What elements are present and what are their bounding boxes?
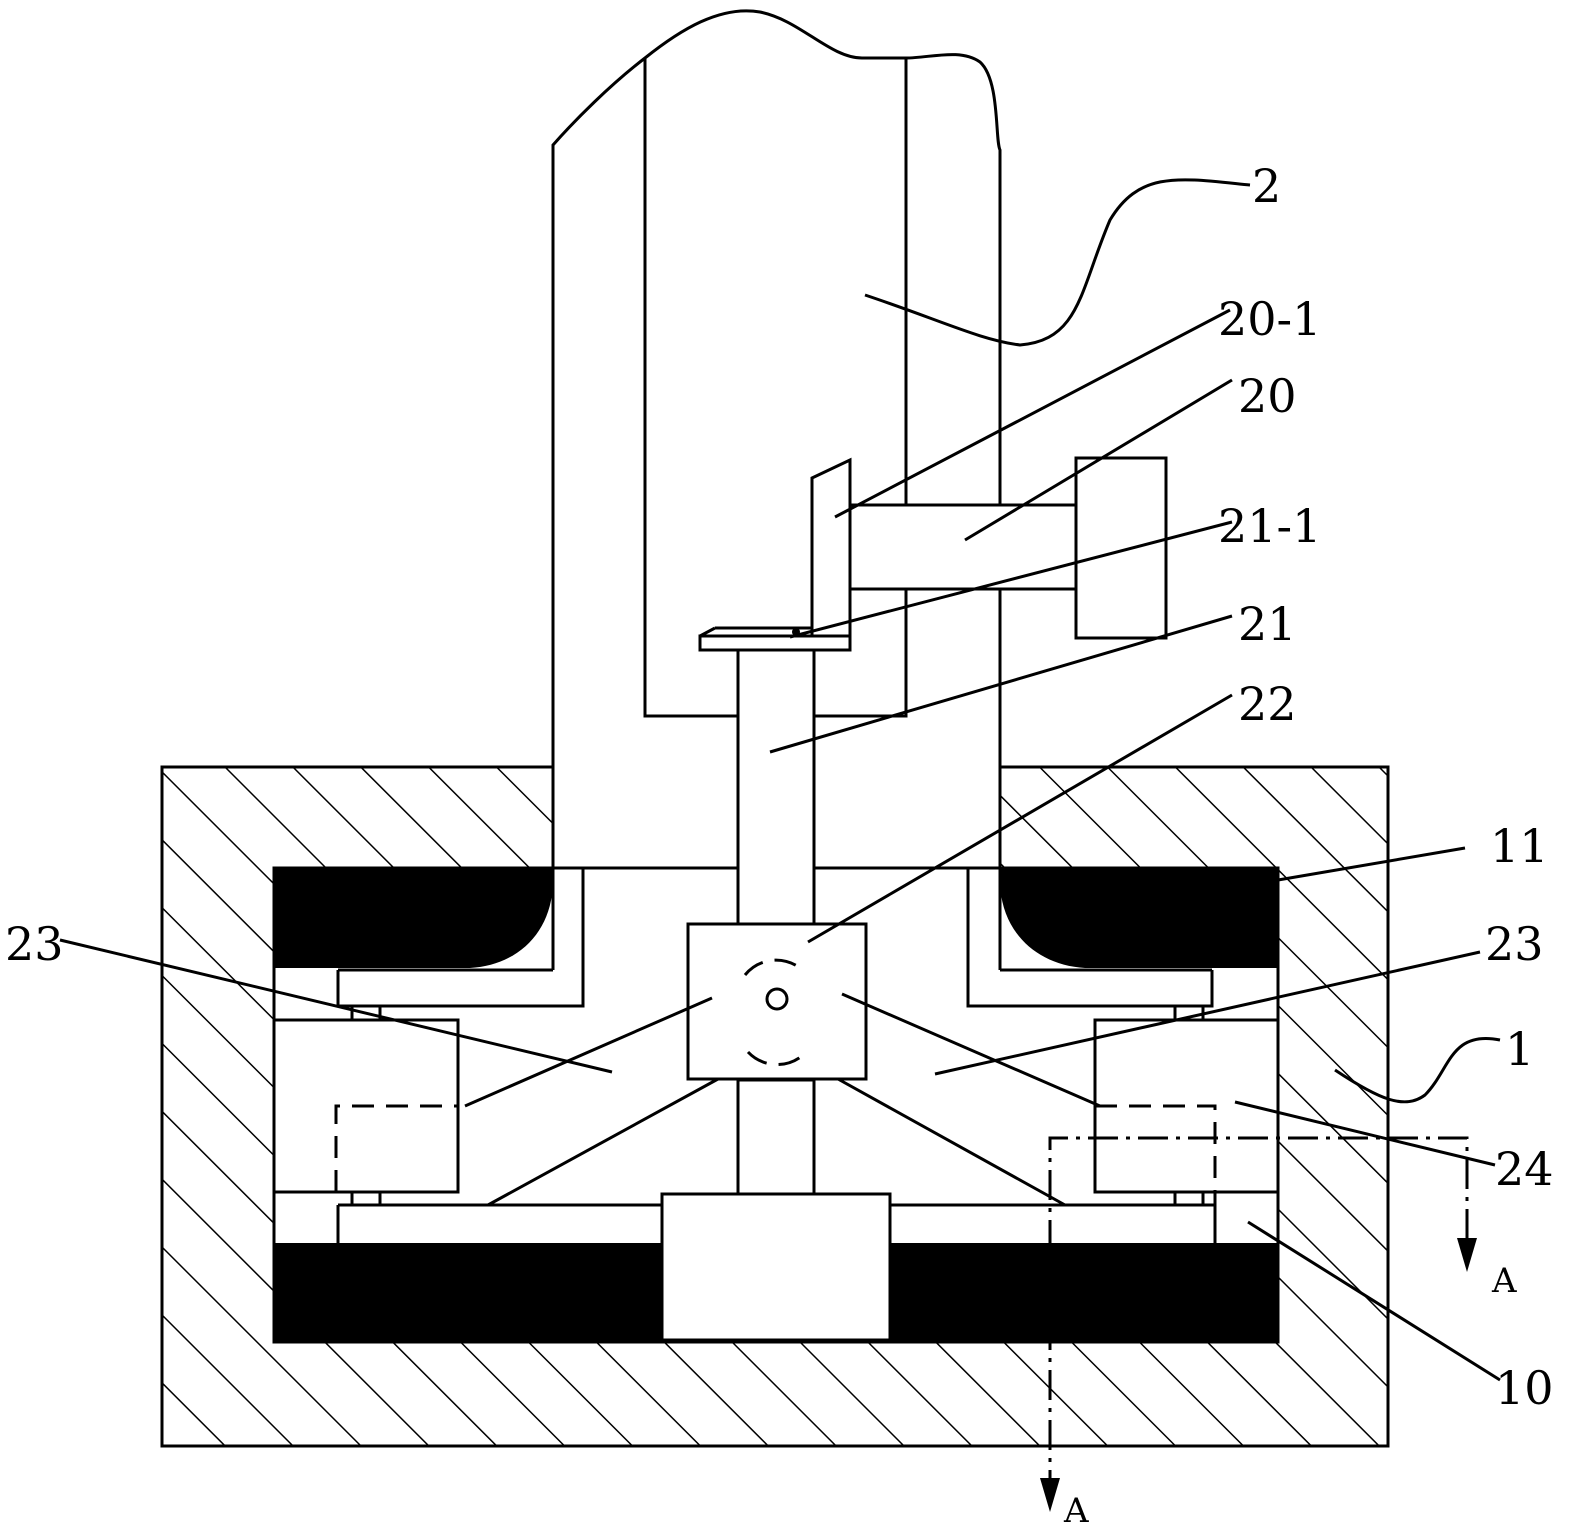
section-label-a-bottom: A (1063, 1491, 1089, 1531)
center-base-block (662, 1194, 890, 1340)
label-10: 10 (1495, 1361, 1554, 1415)
center-hub (688, 924, 866, 1079)
bracket-20-1 (812, 460, 850, 636)
arm-20 (850, 505, 1076, 589)
slider-left (274, 1006, 458, 1205)
label-21-1: 21-1 (1218, 499, 1321, 553)
label-22: 22 (1238, 677, 1297, 731)
label-1: 1 (1505, 1022, 1534, 1076)
section-label-a-right: A (1491, 1261, 1517, 1301)
magnet-block-bottom-left (274, 1243, 662, 1342)
label-23-right: 23 (1485, 917, 1544, 971)
magnet-block-bottom-right (890, 1243, 1278, 1342)
label-20-1: 20-1 (1218, 292, 1321, 346)
label-2: 2 (1252, 159, 1281, 213)
label-21: 21 (1238, 597, 1297, 651)
label-23-left: 23 (5, 917, 64, 971)
vertical-rod (738, 648, 814, 1194)
magnet-block-top-right (1000, 868, 1278, 968)
label-11: 11 (1490, 819, 1549, 873)
motor-block (1076, 458, 1166, 638)
label-24: 24 (1495, 1142, 1554, 1196)
magnet-block-top-left (274, 868, 553, 968)
label-20: 20 (1238, 369, 1297, 423)
